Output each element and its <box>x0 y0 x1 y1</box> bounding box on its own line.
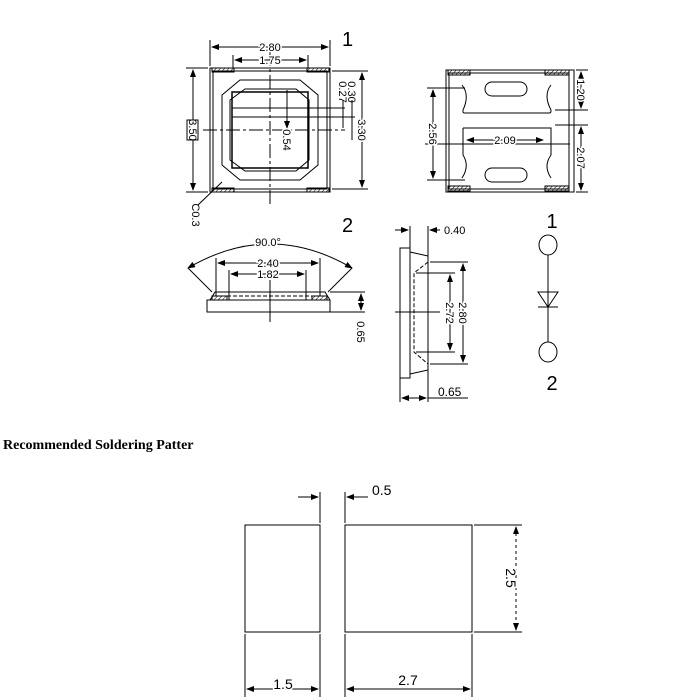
dim-large-pad-width: 2.7 <box>398 672 418 688</box>
dim-2-40: 2.40 <box>257 258 278 270</box>
dim-side-thickness: 0.65 <box>438 385 462 399</box>
diode-symbol <box>537 234 559 363</box>
symbol-pin2-label: 2 <box>546 373 557 395</box>
dim-height: 3.50 <box>186 119 198 140</box>
dim-lens-width: 1.75 <box>259 55 280 67</box>
bottom-view <box>425 69 588 193</box>
dim-2-56: 2.56 <box>426 123 438 144</box>
top-view <box>186 40 368 206</box>
small-pad <box>244 524 321 633</box>
dim-inner-height: 3.30 <box>355 119 367 140</box>
dim-small-pad-width: 1.5 <box>273 676 293 692</box>
dim-side-2-72: 2.72 <box>443 302 455 323</box>
dim-pad-height: 2.5 <box>503 568 519 588</box>
dim-front-thickness: 0.65 <box>354 321 366 342</box>
dim-2-07: 2.07 <box>574 147 586 168</box>
front-view <box>187 243 365 322</box>
pin2-label-top: 2 <box>342 215 353 237</box>
soldering-pattern <box>244 492 522 697</box>
pin1-label-top: 1 <box>342 29 353 51</box>
soldering-pattern-heading: Recommended Soldering Patter <box>3 438 194 453</box>
dim-gap: 0.5 <box>372 482 392 498</box>
dim-0-40: 0.40 <box>444 225 465 237</box>
large-pad <box>344 524 473 633</box>
dim-1-82: 1.82 <box>257 269 278 281</box>
dim-width: 2.80 <box>259 42 280 54</box>
side-view <box>395 226 468 402</box>
dim-0-30: 0.30 <box>345 81 357 102</box>
dim-0-54: 0.54 <box>280 129 292 150</box>
dim-side-2-80: 2.80 <box>456 302 468 323</box>
dim-0-27: 0.27 <box>336 81 348 102</box>
dim-2-09: 2.09 <box>494 135 515 147</box>
dim-angle: 90.0° <box>255 237 281 249</box>
symbol-pin1-label: 1 <box>546 211 557 233</box>
dim-chamfer: C0.3 <box>189 203 201 226</box>
dim-1-20: 1.20 <box>574 79 586 100</box>
